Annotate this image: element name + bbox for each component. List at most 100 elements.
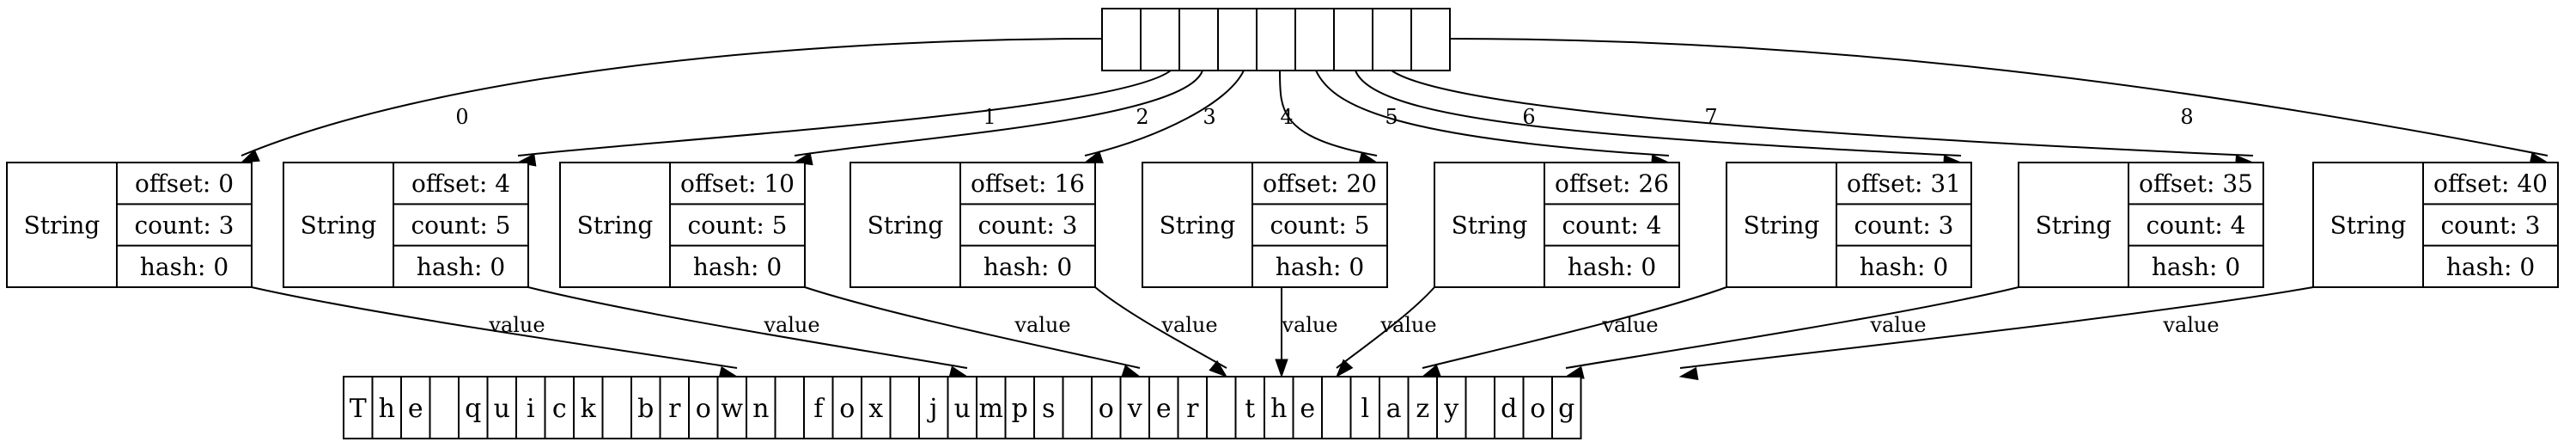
char-cell-text: t: [1245, 394, 1255, 424]
pointer-edge-index: 3: [1203, 105, 1215, 129]
string-type-label: String: [577, 212, 654, 240]
char-cell-text: a: [1386, 394, 1402, 424]
string-hash-field: hash: 0: [1568, 253, 1656, 281]
pointer-edge-index: 2: [1136, 105, 1148, 129]
char-cell: [1551, 376, 1582, 439]
pointer-edge-line: [1084, 70, 1245, 156]
value-edge-line: [1094, 286, 1227, 369]
char-cell-text: e: [1300, 394, 1315, 424]
pointer-edge-line: [1355, 70, 1962, 156]
string-node-box: [1434, 162, 1680, 288]
char-cell: [573, 376, 604, 439]
char-cell-text: u: [954, 394, 971, 424]
char-cell: [976, 376, 1007, 439]
pointer-array-slot: [1178, 8, 1219, 71]
value-edge: value: [1564, 286, 2019, 379]
value-edge: value: [1275, 287, 1338, 378]
pointer-edge: 3: [1083, 70, 1245, 163]
value-edge-line: [1422, 286, 1727, 369]
pointer-edge: 4: [1279, 70, 1379, 165]
value-edge-label: value: [1869, 313, 1926, 337]
string-offset-field: offset: 0: [135, 169, 234, 198]
value-edge-line: [1679, 286, 2314, 369]
char-cell-text: s: [1042, 394, 1055, 424]
char-cell-text: o: [1530, 394, 1545, 424]
char-cell-text: h: [379, 394, 395, 424]
pointer-edge-line: [1391, 70, 2254, 156]
string-node-box: [2018, 162, 2264, 288]
value-edge: value: [1678, 286, 2314, 381]
string-node-box: [6, 162, 253, 288]
char-cell: [515, 376, 546, 439]
string-hash-field: hash: 0: [2152, 253, 2240, 281]
char-cell: [831, 376, 862, 439]
pointer-edge-index: 5: [1385, 105, 1398, 129]
arrowhead: [1335, 359, 1354, 378]
value-edge-line: [804, 286, 1141, 369]
char-cell-text: g: [1558, 394, 1574, 424]
string-hash-field: hash: 0: [693, 253, 782, 281]
string-node-box: [1142, 162, 1388, 288]
pointer-edge-line: [1315, 70, 1670, 156]
value-edge: value: [251, 286, 739, 379]
string-node-box: [850, 162, 1096, 288]
pointer-edge-line: [1279, 70, 1378, 156]
value-edge-label: value: [763, 313, 819, 337]
char-cell-text: r: [668, 394, 681, 424]
char-cell-text: k: [581, 394, 597, 424]
char-cell-text: o: [696, 394, 711, 424]
char-cell-text: l: [1361, 394, 1369, 424]
char-cell: [1494, 376, 1525, 439]
string-count-field: count: 3: [977, 212, 1077, 240]
value-edge-label: value: [1160, 313, 1217, 337]
string-type-label: String: [1744, 212, 1820, 240]
string-hash-field: hash: 0: [140, 253, 228, 281]
string-count-field: count: 5: [411, 212, 510, 240]
char-cell: [1148, 376, 1179, 439]
pointer-array-slot: [1372, 8, 1412, 71]
value-edge-label: value: [1281, 313, 1337, 337]
char-cell: [429, 376, 460, 439]
char-cell-text: e: [408, 394, 423, 424]
string-array: [1101, 8, 1451, 71]
pointer-array-slot: [1410, 8, 1451, 71]
char-cell: [746, 376, 776, 439]
char-cell-text: m: [979, 394, 1003, 424]
char-cell-text: v: [1127, 394, 1142, 424]
string-offset-field: offset: 26: [1555, 169, 1669, 198]
string-node-box: [559, 162, 806, 288]
char-cell-text: j: [927, 394, 937, 424]
pointer-edge: 2: [793, 70, 1203, 166]
pointer-array-slot: [1294, 8, 1335, 71]
string-hash-field: hash: 0: [2446, 253, 2535, 281]
string-count-field: count: 3: [2440, 212, 2540, 240]
pointer-array-slot: [1101, 8, 1142, 71]
string-count-field: count: 5: [687, 212, 787, 240]
string-count-field: count: 5: [1270, 212, 1369, 240]
arrowhead: [1678, 366, 1699, 381]
char-cell-text: u: [494, 394, 510, 424]
string-hash-field: hash: 0: [1276, 253, 1364, 281]
string-count-field: count: 3: [1854, 212, 1953, 240]
char-cell: [400, 376, 431, 439]
value-edge-line: [251, 286, 738, 369]
string-node-box: [1726, 162, 1972, 288]
char-cell-text: i: [527, 394, 535, 424]
pointer-edge: 0: [240, 38, 1103, 163]
char-cell: [601, 376, 632, 439]
value-edge-line: [1565, 286, 2019, 369]
char-cell: [1177, 376, 1208, 439]
pointer-edge-index: 8: [2180, 105, 2193, 129]
string-offset-field: offset: 4: [411, 169, 510, 198]
string-type-label: String: [24, 212, 100, 240]
string-count-field: count: 4: [1562, 212, 1661, 240]
pointer-array-slot: [1140, 8, 1180, 71]
